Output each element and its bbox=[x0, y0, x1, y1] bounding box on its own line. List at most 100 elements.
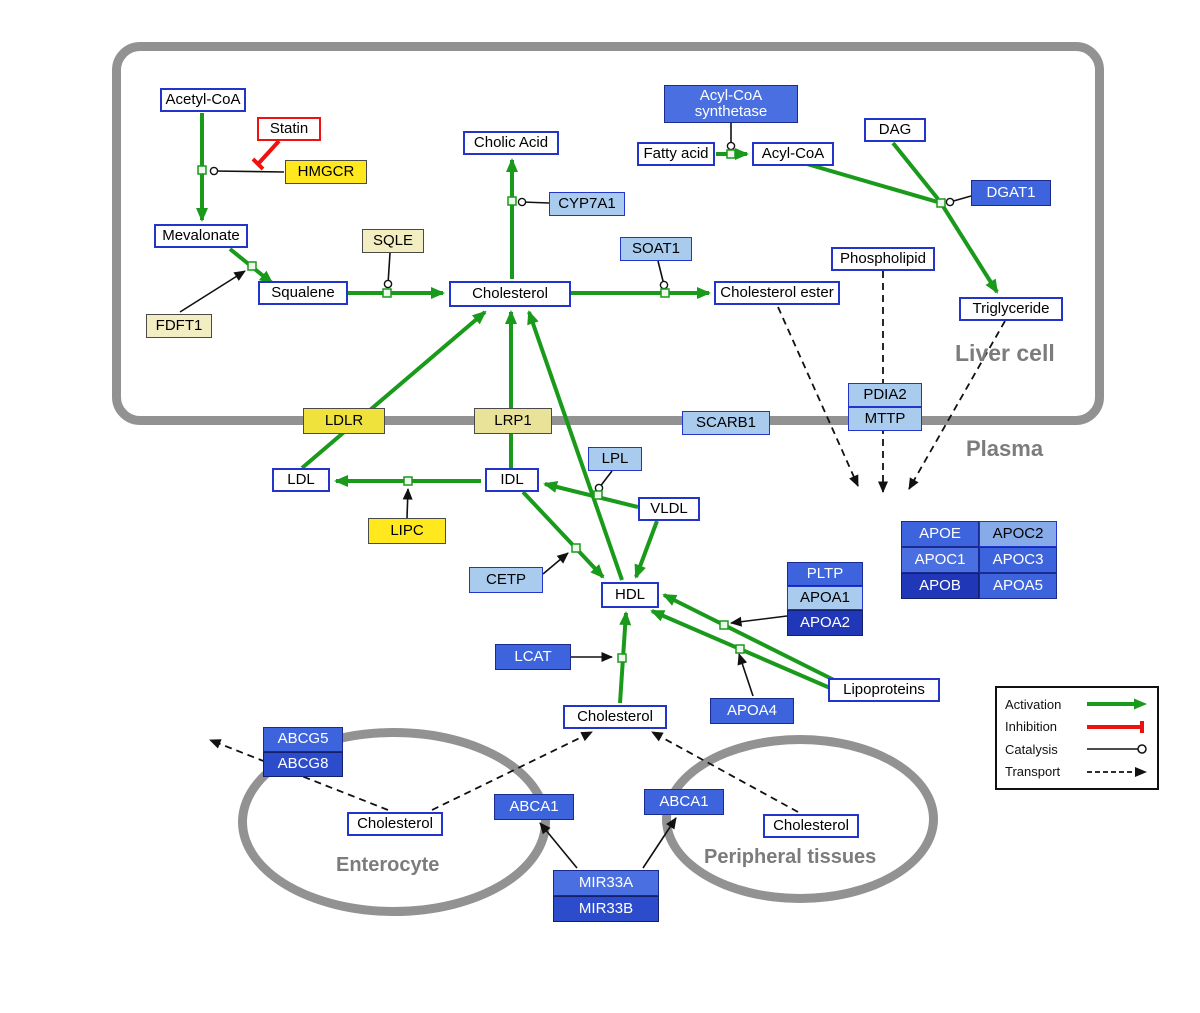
node-cholesterol-plasma[interactable]: Cholesterol bbox=[563, 705, 667, 729]
edge-lipoproteins-hdl-1 bbox=[662, 593, 835, 682]
node-acyl-coa-synthetase[interactable]: Acyl-CoA synthetase bbox=[664, 85, 798, 123]
node-mir33a[interactable]: MIR33A bbox=[553, 870, 659, 896]
edge-apoagroup-reaction bbox=[730, 615, 788, 627]
edge-idl-hdl bbox=[521, 490, 605, 579]
legend-catalysis-label: Catalysis bbox=[1005, 741, 1058, 757]
edge-hmgcr-reaction bbox=[209, 166, 285, 176]
node-triglyceride[interactable]: Triglyceride bbox=[959, 297, 1063, 321]
edge-soat1-reaction bbox=[657, 260, 669, 290]
node-cholesterol-liver[interactable]: Cholesterol bbox=[449, 281, 571, 307]
edge-apoa4-reaction bbox=[737, 653, 754, 697]
node-apoa1[interactable]: APOA1 bbox=[787, 586, 863, 610]
node-apob[interactable]: APOB bbox=[901, 573, 979, 599]
node-mir33b[interactable]: MIR33B bbox=[553, 896, 659, 922]
node-squalene[interactable]: Squalene bbox=[258, 281, 348, 305]
node-ldl[interactable]: LDL bbox=[272, 468, 330, 492]
edge-sqle-reaction bbox=[383, 252, 393, 289]
node-abca1-peripheral[interactable]: ABCA1 bbox=[644, 789, 724, 815]
node-pltp[interactable]: PLTP bbox=[787, 562, 863, 586]
node-apoc1[interactable]: APOC1 bbox=[901, 547, 979, 573]
edge-enterocyte-cholesterol-plasma bbox=[431, 731, 593, 811]
node-cholesterol-ester[interactable]: Cholesterol ester bbox=[714, 281, 840, 305]
activation-edges bbox=[196, 113, 999, 704]
node-idl[interactable]: IDL bbox=[485, 468, 539, 492]
legend: Activation Inhibition Catalysis Transpor… bbox=[995, 686, 1159, 790]
edge-statin-hmgcr-tbar bbox=[251, 157, 265, 171]
activation-arrow-icon bbox=[1087, 698, 1147, 710]
edge-lpl-reaction bbox=[594, 470, 613, 493]
transport-edges bbox=[209, 271, 1006, 813]
node-lcat[interactable]: LCAT bbox=[495, 644, 571, 670]
node-dgat1[interactable]: DGAT1 bbox=[971, 180, 1051, 206]
node-apoe[interactable]: APOE bbox=[901, 521, 979, 547]
node-fatty-acid[interactable]: Fatty acid bbox=[637, 142, 715, 166]
node-ldlr[interactable]: LDLR bbox=[303, 408, 385, 434]
node-apoc3[interactable]: APOC3 bbox=[979, 547, 1057, 573]
node-lipoproteins[interactable]: Lipoproteins bbox=[828, 678, 940, 702]
liver-cell-label: Liver cell bbox=[955, 340, 1055, 366]
edge-dgat1-reaction bbox=[945, 195, 972, 207]
enterocyte-label: Enterocyte bbox=[336, 854, 440, 876]
node-cyp7a1[interactable]: CYP7A1 bbox=[549, 192, 625, 216]
node-mevalonate[interactable]: Mevalonate bbox=[154, 224, 248, 248]
node-apoa4[interactable]: APOA4 bbox=[710, 698, 794, 724]
catalysis-circle-icon bbox=[1087, 744, 1147, 754]
peripheral-tissues-label: Peripheral tissues bbox=[704, 846, 877, 868]
legend-catalysis: Catalysis bbox=[1005, 742, 1149, 757]
node-soat1[interactable]: SOAT1 bbox=[620, 237, 692, 261]
node-lrp1[interactable]: LRP1 bbox=[474, 408, 552, 434]
edge-mir33-abca1-right bbox=[642, 817, 677, 869]
edge-ldl-cholesterol bbox=[300, 310, 487, 470]
node-acetyl-coa[interactable]: Acetyl-CoA bbox=[160, 88, 246, 112]
node-lpl[interactable]: LPL bbox=[588, 447, 642, 471]
node-apoa2[interactable]: APOA2 bbox=[787, 610, 863, 636]
edge-hdl-cholesterol bbox=[527, 310, 624, 581]
node-phospholipid[interactable]: Phospholipid bbox=[831, 247, 935, 271]
node-cholesterol-enterocyte[interactable]: Cholesterol bbox=[347, 812, 443, 836]
node-pdia2[interactable]: PDIA2 bbox=[848, 383, 922, 407]
node-dag[interactable]: DAG bbox=[864, 118, 926, 142]
enterocyte-membrane bbox=[238, 728, 550, 916]
legend-transport: Transport bbox=[1005, 764, 1149, 779]
node-lipc[interactable]: LIPC bbox=[368, 518, 446, 544]
node-apoa5[interactable]: APOA5 bbox=[979, 573, 1057, 599]
reaction-nodes bbox=[197, 149, 946, 663]
edge-statin-hmgcr bbox=[256, 139, 281, 166]
inhibition-bar-icon bbox=[1087, 720, 1144, 733]
catalysis-edges bbox=[179, 123, 972, 869]
edge-lipc-reaction bbox=[402, 488, 413, 519]
node-cholesterol-peripheral[interactable]: Cholesterol bbox=[763, 814, 859, 838]
edge-peripheral-cholesterol-plasma bbox=[651, 731, 799, 813]
node-acyl-coa[interactable]: Acyl-CoA bbox=[752, 142, 834, 166]
node-apoc2[interactable]: APOC2 bbox=[979, 521, 1057, 547]
edge-mir33-abca1-left bbox=[539, 822, 578, 869]
node-scarb1[interactable]: SCARB1 bbox=[682, 411, 770, 435]
node-vldl[interactable]: VLDL bbox=[638, 497, 700, 521]
edge-cyp7a1-reaction bbox=[517, 197, 550, 207]
legend-transport-label: Transport bbox=[1005, 764, 1061, 780]
node-mttp[interactable]: MTTP bbox=[848, 407, 922, 431]
legend-activation-label: Activation bbox=[1005, 696, 1062, 712]
node-statin[interactable]: Statin bbox=[257, 117, 321, 141]
edge-triglyceride-plasma bbox=[908, 320, 1006, 490]
liver-cell-membrane bbox=[112, 42, 1104, 425]
edge-enterocyte-efflux bbox=[209, 739, 389, 811]
node-abca1-enterocyte[interactable]: ABCA1 bbox=[494, 794, 574, 820]
edge-acylcoa-triglyceride bbox=[799, 160, 999, 294]
edge-lipoproteins-hdl-2 bbox=[650, 609, 845, 696]
node-cholic-acid[interactable]: Cholic Acid bbox=[463, 131, 559, 155]
edge-cholesterolester-plasma bbox=[777, 306, 859, 487]
node-abcg8[interactable]: ABCG8 bbox=[263, 752, 343, 777]
node-sqle[interactable]: SQLE bbox=[362, 229, 424, 253]
legend-inhibition: Inhibition bbox=[1005, 719, 1149, 734]
edge-fdft1-reaction bbox=[179, 270, 246, 313]
node-cetp[interactable]: CETP bbox=[469, 567, 543, 593]
node-hdl[interactable]: HDL bbox=[601, 582, 659, 608]
inhibition-edges bbox=[251, 139, 281, 171]
node-hmgcr[interactable]: HMGCR bbox=[285, 160, 367, 184]
node-abcg5[interactable]: ABCG5 bbox=[263, 727, 343, 752]
legend-activation: Activation bbox=[1005, 697, 1149, 712]
node-fdft1[interactable]: FDFT1 bbox=[146, 314, 212, 338]
